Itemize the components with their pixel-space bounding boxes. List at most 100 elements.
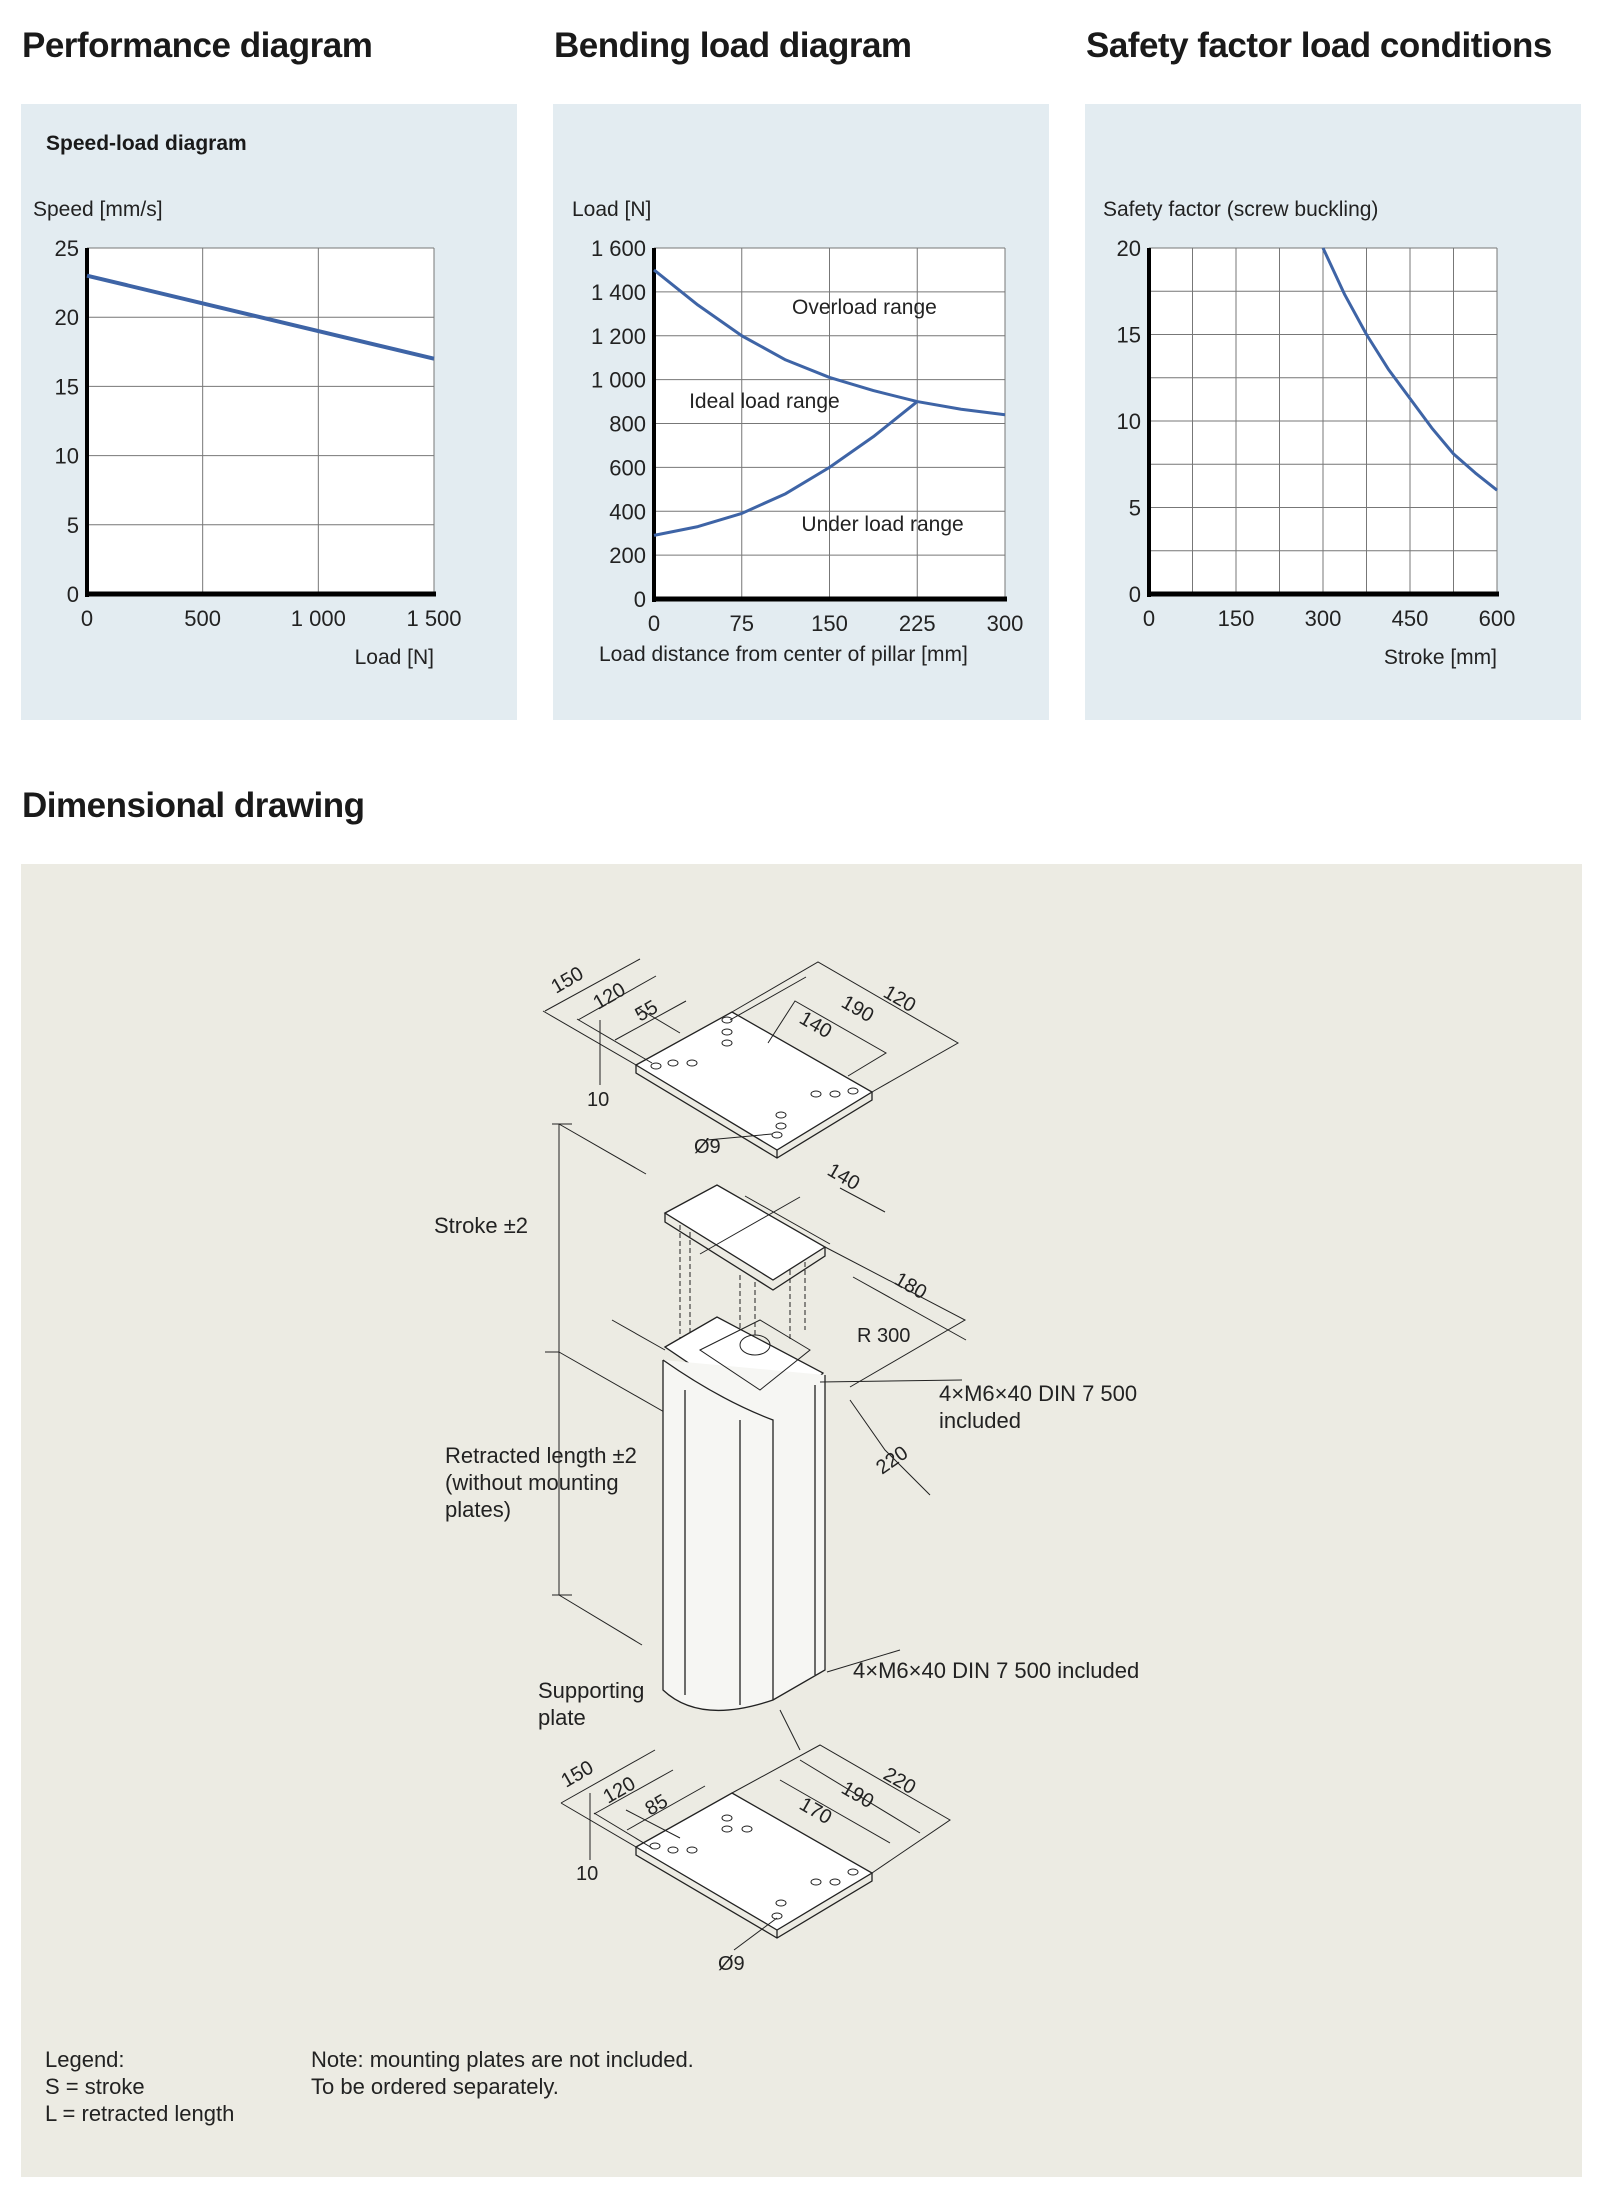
y-tick-label: 25 [55, 236, 79, 261]
lifting-column [662, 1316, 963, 1751]
x-tick-label: 75 [730, 611, 754, 636]
stroke-label: Stroke ±2 [434, 1213, 529, 1238]
series-line [653, 400, 919, 537]
note-line-1: Note: mounting plates are not included. [311, 2047, 694, 2072]
x-tick-label: 0 [81, 606, 93, 631]
dim-bottom-10: 10 [576, 1863, 598, 1885]
y-tick-label: 15 [55, 374, 79, 399]
y-tick-label: 200 [609, 543, 646, 568]
x-tick-label: 1 000 [291, 606, 346, 631]
dim-140: 140 [824, 1159, 864, 1195]
dim-r300: R 300 [857, 1325, 910, 1347]
y-tick-label: 10 [1117, 409, 1141, 434]
dim-top-140: 140 [796, 1007, 836, 1043]
y-axis-label: Safety factor (screw buckling) [1103, 198, 1378, 221]
retracted-line-1: Retracted length ±2 [445, 1443, 637, 1468]
x-axis-label: Stroke [mm] [1384, 646, 1497, 669]
y-tick-label: 10 [55, 444, 79, 469]
y-axis-label: Speed [mm/s] [33, 198, 163, 221]
region-label: Overload range [792, 296, 937, 319]
y-tick-label: 1 200 [591, 324, 646, 349]
y-tick-label: 15 [1117, 323, 1141, 348]
legend-length: L = retracted length [45, 2101, 235, 2126]
speed-load-panel: Speed-load diagram 0 5 10 15 20 25 0 500 1 000 1 … [21, 104, 517, 720]
dim-bottom-170: 170 [796, 1793, 836, 1829]
bottom-mounting-plate [560, 1744, 951, 1951]
supporting-plate-label: Supporting plate [538, 1677, 644, 1731]
heading-bending: Bending load diagram [554, 26, 912, 65]
y-tick-label: 1 000 [591, 368, 646, 393]
dim-top-190: 190 [838, 991, 878, 1027]
y-tick-label: 0 [67, 582, 79, 607]
dim-bottom-190: 190 [838, 1777, 878, 1813]
dim-bottom-150: 150 [558, 1757, 598, 1793]
x-tick-label: 1 500 [406, 606, 461, 631]
x-tick-label: 450 [1392, 606, 1429, 631]
support-line-2: plate [538, 1705, 586, 1730]
dim-top-hole: Ø9 [694, 1136, 721, 1158]
support-line-1: Supporting [538, 1678, 645, 1703]
y-tick-label: 1 600 [591, 236, 646, 261]
y-tick-label: 600 [609, 455, 646, 480]
y-tick-label: 20 [55, 305, 79, 330]
series-line [86, 273, 435, 361]
dim-bottom-220: 220 [880, 1763, 920, 1799]
dim-top-120b: 120 [880, 981, 920, 1017]
x-axis-label: Load distance from center of pillar [mm] [599, 643, 968, 666]
heading-performance: Performance diagram [22, 26, 373, 65]
speed-load-chart: 0 5 10 15 20 25 0 500 1 000 1 500 Speed [mm/s] Load… [33, 198, 462, 669]
y-tick-label: 5 [1129, 496, 1141, 521]
region-label: Under load range [801, 513, 963, 536]
dim-top-55: 55 [632, 996, 662, 1026]
y-tick-label: 0 [634, 587, 646, 612]
plot-area [87, 248, 434, 594]
dim-220: 220 [872, 1442, 912, 1479]
safety-factor-panel: 0 5 10 15 20 0 150 300 450 600 Safety factor (scre… [1085, 104, 1581, 720]
x-tick-label: 150 [1218, 606, 1255, 631]
dim-bottom-85: 85 [642, 1790, 672, 1820]
note-line-2: To be ordered separately. [311, 2074, 559, 2099]
safety-factor-chart: 0 5 10 15 20 0 150 300 450 600 Safety factor (scre… [1103, 198, 1516, 669]
x-axis-label: Load [N] [355, 646, 434, 669]
x-tick-label: 150 [811, 611, 848, 636]
legend-stroke: S = stroke [45, 2074, 145, 2099]
dim-bottom-hole: Ø9 [718, 1953, 745, 1975]
x-tick-label: 0 [1143, 606, 1155, 631]
retracted-line-3: plates) [445, 1497, 512, 1522]
x-tick-label: 500 [184, 606, 221, 631]
y-axis-label: Load [N] [572, 198, 651, 221]
y-tick-label: 800 [609, 412, 646, 437]
upper-column-section [663, 1184, 967, 1388]
bottom-screws-label: 4×M6×40 DIN 7 500 included [853, 1658, 1140, 1683]
y-tick-label: 1 400 [591, 280, 646, 305]
y-tick-label: 5 [67, 513, 79, 538]
legend: Legend: S = stroke L = retracted length [45, 2046, 234, 2127]
x-tick-label: 0 [648, 611, 660, 636]
dim-top-10: 10 [587, 1089, 609, 1111]
series-line [1321, 247, 1498, 492]
y-tick-label: 0 [1129, 582, 1141, 607]
heading-dimensional: Dimensional drawing [22, 786, 365, 825]
x-tick-label: 300 [987, 611, 1024, 636]
retracted-label: Retracted length ±2 (without mounting pl… [445, 1442, 637, 1523]
top-mounting-plate [542, 958, 960, 1159]
y-tick-label: 20 [1117, 236, 1141, 261]
x-tick-label: 300 [1305, 606, 1342, 631]
note: Note: mounting plates are not included. … [311, 2046, 694, 2100]
region-label: Ideal load range [689, 390, 840, 413]
top-screws-label: 4×M6×40 DIN 7 500 included [939, 1380, 1137, 1434]
top-screws-line-1: 4×M6×40 DIN 7 500 [939, 1381, 1138, 1406]
retracted-line-2: (without mounting [445, 1470, 619, 1495]
chart-title: Speed-load diagram [46, 132, 247, 155]
top-screws-line-2: included [939, 1408, 1021, 1433]
dim-top-120a: 120 [590, 979, 630, 1015]
heading-safety: Safety factor load conditions [1086, 26, 1552, 65]
legend-title: Legend: [45, 2047, 125, 2072]
series-line [653, 268, 1006, 417]
dim-top-150: 150 [548, 963, 588, 999]
x-tick-label: 600 [1479, 606, 1516, 631]
x-tick-label: 225 [899, 611, 936, 636]
